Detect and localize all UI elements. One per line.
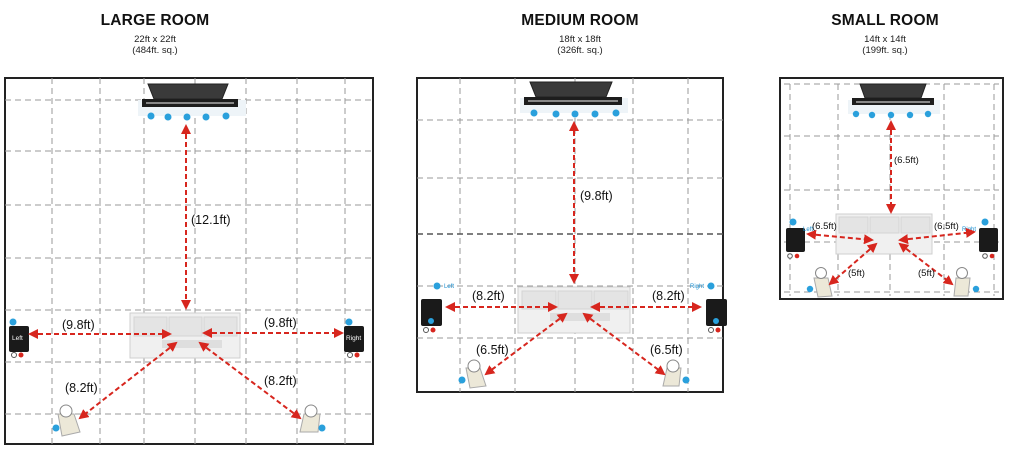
medium-room-dimensions: 18ft x 18ft <box>559 34 601 45</box>
medium-right-speaker: Right <box>690 282 727 333</box>
medium-left-speaker: Left <box>421 282 454 333</box>
large-left-speaker: Left <box>9 318 29 358</box>
small-room-dimensions: 14ft x 14ft <box>864 34 906 45</box>
small-sofa-to-rear-right-label: (5ft) <box>918 268 935 279</box>
small-rear-left-speaker <box>806 267 833 298</box>
medium-left-speaker-label: Left <box>444 284 454 290</box>
medium-tv <box>520 81 628 118</box>
medium-room: Left Right ( <box>416 77 727 393</box>
large-room-dimensions: 22ft x 22ft <box>134 34 176 45</box>
large-right-speaker-label: Right <box>346 335 361 342</box>
large-room-area: (484ft. sq.) <box>132 45 178 56</box>
small-sofa-to-right-label: (6.5ft) <box>934 221 959 232</box>
medium-room-area: (326ft. sq.) <box>557 45 603 56</box>
large-room-wall <box>4 77 374 445</box>
medium-rear-left-speaker <box>458 359 487 389</box>
large-sofa-to-rear-right-label: (8.2ft) <box>264 374 297 388</box>
large-tv <box>138 83 246 121</box>
medium-sofa <box>517 286 631 334</box>
large-right-speaker: Right <box>344 318 364 358</box>
large-room: Left Right (12.1ft) <box>4 77 374 445</box>
large-tv-to-sofa-label: (12.1ft) <box>191 213 231 227</box>
medium-sofa-to-rear-right-label: (6.5ft) <box>650 343 683 357</box>
large-sofa-to-left-label: (9.8ft) <box>62 318 95 332</box>
small-room-title: SMALL ROOM <box>831 12 939 29</box>
large-left-speaker-label: Left <box>12 335 23 342</box>
small-sofa-to-left-label: (6.5ft) <box>812 221 837 232</box>
large-sofa-to-rear-left-label: (8.2ft) <box>65 381 98 395</box>
medium-right-speaker-label: Right <box>690 284 704 290</box>
large-room-title: LARGE ROOM <box>100 12 210 29</box>
large-sofa <box>129 312 241 359</box>
large-arrows <box>28 124 344 420</box>
medium-tv-to-sofa-label: (9.8ft) <box>580 189 613 203</box>
small-room: Left Right (6.5ft) (6. <box>779 77 1004 300</box>
large-rear-left-speaker <box>52 404 81 437</box>
small-tv <box>848 83 940 119</box>
medium-sofa-to-rear-left-label: (6.5ft) <box>476 343 509 357</box>
large-sofa-to-right-label: (9.8ft) <box>264 316 297 330</box>
medium-room-title: MEDIUM ROOM <box>521 12 639 29</box>
medium-rear-right-speaker <box>662 359 690 387</box>
small-sofa-to-rear-left-label: (5ft) <box>848 268 865 279</box>
small-arrows <box>806 120 976 286</box>
small-room-area: (199ft. sq.) <box>862 45 908 56</box>
small-sofa <box>835 213 933 255</box>
small-rear-right-speaker <box>953 267 980 297</box>
medium-sofa-to-right-label: (8.2ft) <box>652 289 685 303</box>
small-tv-to-sofa-label: (6.5ft) <box>894 155 919 166</box>
large-rear-right-speaker <box>299 404 326 433</box>
medium-sofa-to-left-label: (8.2ft) <box>472 289 505 303</box>
medium-arrows <box>445 121 702 376</box>
